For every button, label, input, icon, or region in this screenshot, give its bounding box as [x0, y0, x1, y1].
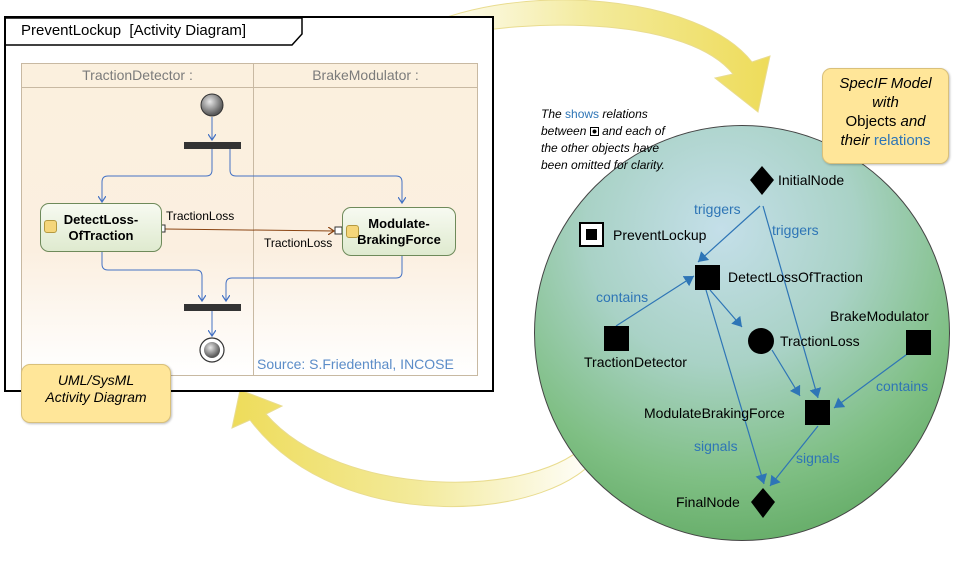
rel-contains-1: [615, 275, 695, 327]
note-line2: with: [872, 94, 899, 111]
action-modulate-braking-force: Modulate- BrakingForce: [342, 207, 456, 256]
node-label-modulate: ModulateBrakingForce: [644, 405, 785, 421]
relation-label-contains: contains: [596, 289, 649, 305]
comment-word: The: [541, 107, 562, 121]
specif-model-note: SpecIF Model with Objects and their rela…: [822, 68, 949, 164]
rel-traction-modulate: [771, 349, 801, 397]
modulate-node-square: [805, 400, 830, 425]
specif-model-circle: [534, 125, 950, 541]
top-curved-arrow: [419, 0, 771, 113]
small-square-icon: [589, 127, 599, 136]
action-label-line1: Modulate-: [368, 215, 430, 231]
rel-signals-2: [769, 425, 819, 487]
rel-triggers-1: [697, 205, 761, 263]
comment-line3: the other objects have: [541, 141, 660, 155]
initial-node-diamond: [750, 166, 774, 195]
node-label-final: FinalNode: [676, 494, 740, 510]
note-line1: UML/SysML: [57, 372, 135, 388]
rel-contains-2: [833, 351, 911, 409]
relation-label-triggers: triggers: [694, 201, 741, 217]
note-objects: Objects: [845, 113, 897, 130]
note-relations: relations: [873, 132, 931, 149]
action-label-line2: BrakingForce: [357, 231, 441, 247]
node-label-initial: InitialNode: [778, 172, 845, 188]
uml-sysml-note: UML/SysML Activity Diagram: [21, 364, 171, 423]
node-label-traction-loss: TractionLoss: [780, 333, 860, 349]
rel-triggers-2: [762, 205, 822, 399]
pin-label-out: TractionLoss: [166, 209, 235, 223]
lane-header: TractionDetector :: [21, 63, 254, 88]
rel-detect-traction: [709, 289, 743, 328]
activity-flows: [0, 93, 500, 363]
action-label-line2: OfTraction: [68, 227, 134, 243]
comment-word: and each of: [602, 124, 665, 138]
initial-node: [200, 93, 224, 117]
comment-line4: been omitted for clarity.: [541, 158, 665, 172]
traction-detector-node-square: [604, 326, 629, 351]
detect-node-square: [695, 265, 720, 290]
action-icon: [346, 225, 359, 238]
comment-shows: shows: [565, 107, 600, 121]
node-label-traction-detector: TractionDetector: [584, 354, 687, 370]
brake-modulator-node-square: [906, 330, 931, 355]
action-label-line1: DetectLoss-: [63, 211, 139, 227]
action-detect-loss-of-traction: DetectLoss- OfTraction: [40, 203, 162, 252]
final-node-diamond: [751, 488, 775, 518]
relation-label-triggers: triggers: [772, 222, 819, 238]
comment-word: between: [541, 124, 587, 138]
relation-label-contains: contains: [876, 378, 929, 394]
lane-header: BrakeModulator :: [253, 63, 478, 88]
rel-signals-1: [705, 289, 767, 485]
relation-label-signals: signals: [694, 438, 738, 454]
traction-loss-node-circle: [748, 328, 774, 354]
fork-bar: [184, 142, 241, 149]
comment-word: relations: [602, 107, 648, 121]
frame-tab: [6, 17, 303, 46]
bottom-curved-arrow: [231, 389, 601, 507]
node-label-prevent: PreventLockup: [613, 227, 707, 243]
action-icon: [44, 220, 57, 233]
note-line1: SpecIF Model: [839, 75, 932, 92]
note-line2: Activity Diagram: [45, 389, 147, 405]
frame-title: PreventLockup [Activity Diagram]: [21, 22, 247, 39]
note-their: their: [840, 132, 870, 149]
join-bar: [184, 304, 241, 311]
relation-label-signals: signals: [796, 450, 840, 466]
node-label-brake-modulator: BrakeModulator: [830, 308, 929, 324]
pin-label-in: TractionLoss: [264, 236, 333, 250]
source-citation: Source: S.Friedenthal, INCOSE: [257, 356, 454, 372]
note-and: and: [900, 113, 926, 130]
omission-comment: The shows relations between and each of …: [541, 106, 665, 174]
node-label-detect: DetectLossOfTraction: [728, 269, 863, 285]
